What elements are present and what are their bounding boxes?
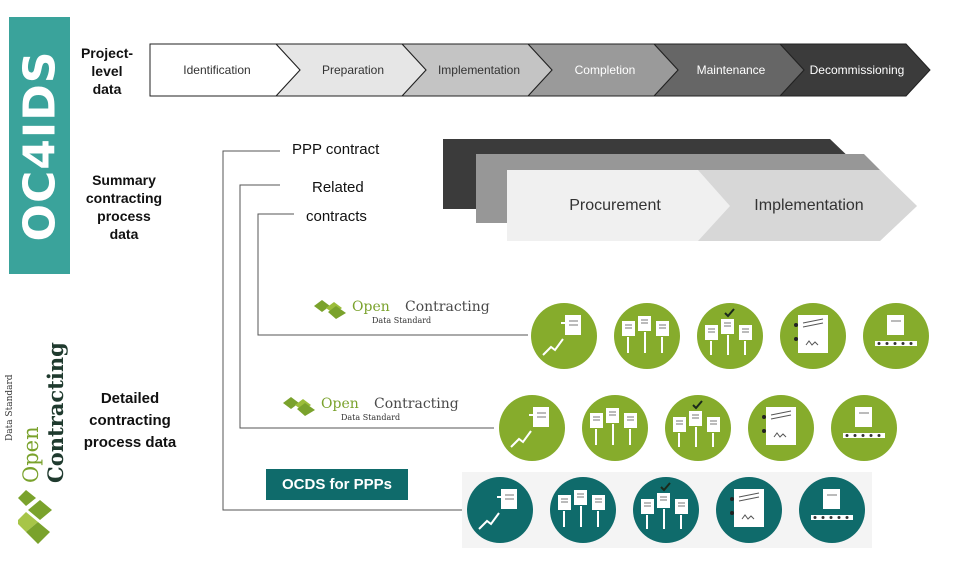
ocds-logo-mark-icon	[314, 300, 346, 319]
ppp-contract-label: PPP contract	[292, 141, 380, 158]
planning-icon	[499, 395, 565, 461]
summary-stage-implementation: Implementation	[754, 197, 864, 214]
implementation-icon	[799, 477, 865, 543]
planning-icon	[531, 303, 597, 369]
project-stage-chevron	[149, 43, 301, 97]
project-stage-label: Decommissioning	[810, 63, 905, 77]
summary-chevron-stack	[443, 139, 917, 241]
project-stage-label: Implementation	[438, 63, 520, 77]
project-stage-label: Completion	[575, 63, 636, 77]
planning-icon	[467, 477, 533, 543]
tender-icon	[614, 303, 680, 369]
project-stage-chevrons: Identification Preparation Implementation C…	[149, 43, 931, 97]
project-stage-label: Preparation	[322, 63, 384, 77]
ocds-logo-mark-icon	[283, 397, 315, 416]
project-stage-label: Maintenance	[697, 63, 766, 77]
award-icon	[633, 477, 699, 543]
award-icon	[697, 303, 763, 369]
oc4ids-title-block: OC4IDS	[9, 17, 70, 274]
contract-icon	[780, 303, 846, 369]
summary-stage-procurement: Procurement	[569, 197, 661, 214]
open-contracting-diamond-icon	[18, 490, 52, 544]
ocds-for-ppps-badge: OCDS for PPPs	[266, 469, 408, 500]
tender-icon	[582, 395, 648, 461]
implementation-icon	[831, 395, 897, 461]
related-label: Related	[312, 179, 364, 196]
contracts-label: contracts	[306, 208, 367, 225]
contract-icon	[748, 395, 814, 461]
contract-icon	[716, 477, 782, 543]
award-icon	[665, 395, 731, 461]
tender-icon	[550, 477, 616, 543]
implementation-icon	[863, 303, 929, 369]
project-stage-label: Identification	[183, 63, 250, 77]
